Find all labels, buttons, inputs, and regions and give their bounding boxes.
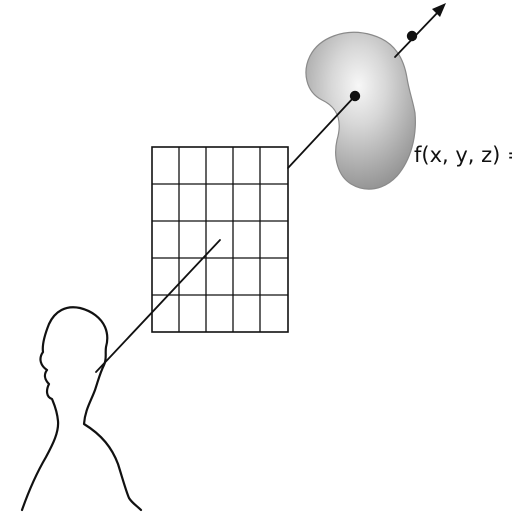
ray-to-surface xyxy=(287,95,356,169)
equation-label: f(x, y, z) = 0 xyxy=(414,143,512,167)
exit-point xyxy=(406,30,418,42)
surface-hit-point xyxy=(349,90,361,102)
implicit-surface-blob xyxy=(305,31,416,190)
ray-through-screen xyxy=(95,239,221,373)
screen-grid xyxy=(151,146,289,333)
ray-arrowhead-icon xyxy=(432,3,446,17)
ray-beyond-surface xyxy=(394,9,441,58)
viewer-silhouette-icon xyxy=(20,306,143,512)
